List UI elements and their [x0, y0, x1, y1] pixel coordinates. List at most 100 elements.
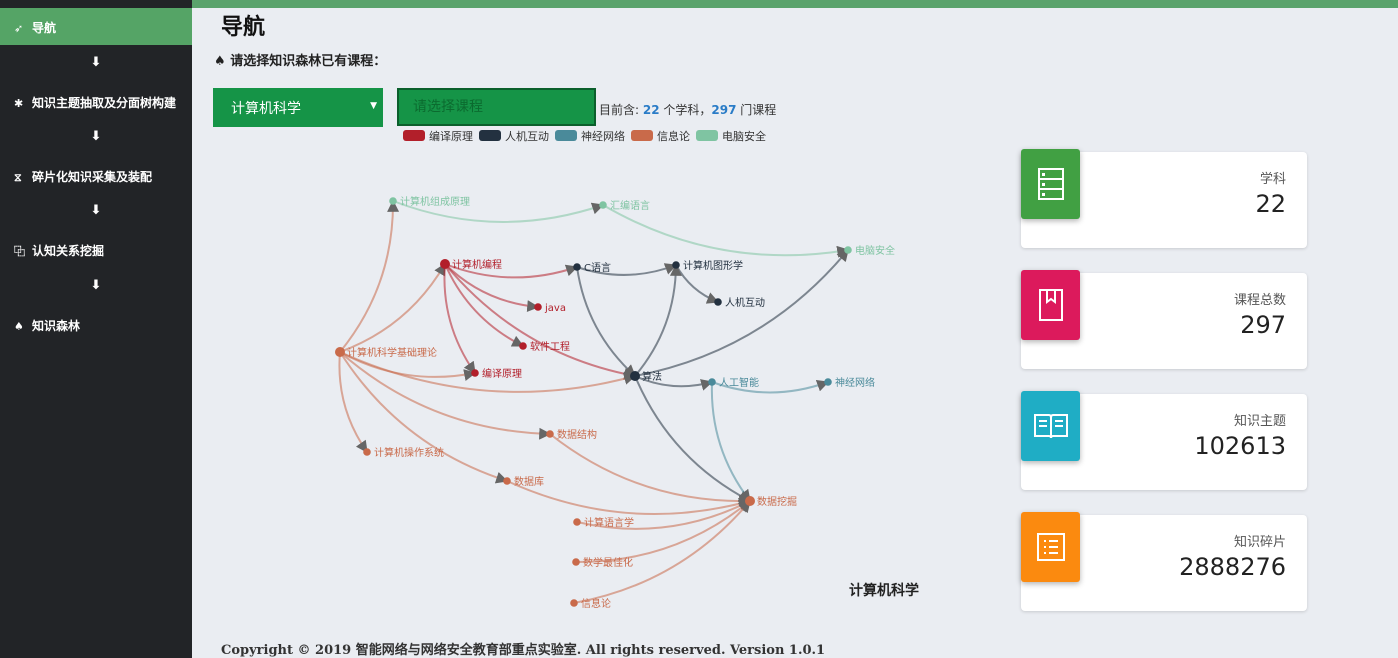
arrow-down-icon: ⬇: [90, 203, 102, 218]
caret-down-icon: ▼: [370, 101, 377, 111]
graph-edge: [339, 351, 637, 393]
sidebar-item-topic-extraction[interactable]: ✱知识主题抽取及分面树构建: [14, 94, 176, 111]
graph-edge: [339, 199, 400, 353]
top-accent-bar: [0, 0, 1398, 8]
sidebar-item-label: 认知关系挖掘: [32, 244, 105, 258]
graph-edge: [602, 204, 850, 258]
graph-node-label: 数据挖掘: [757, 495, 797, 508]
arrow-down-icon: ⬇: [90, 129, 102, 144]
sidebar-item-relation-mining[interactable]: ⿻认知关系挖掘: [14, 242, 104, 259]
graph-edge: [575, 500, 751, 564]
graph-node[interactable]: [570, 599, 578, 607]
graph-node-label: 计算机操作系统: [374, 446, 444, 459]
graph-node[interactable]: [672, 261, 680, 269]
graph-node[interactable]: [572, 558, 580, 566]
graph-edge: [634, 375, 714, 391]
graph-node[interactable]: [844, 246, 852, 254]
page-title: 导航: [221, 15, 266, 40]
sitemap-icon: ⿻: [14, 245, 25, 258]
sidebar-item-fragment-collection[interactable]: ⧖碎片化知识采集及装配: [14, 168, 152, 185]
graph-edge: [339, 351, 552, 440]
stat-label: 知识主题: [1233, 414, 1286, 429]
stat-card-courses: 课程总数 297: [1021, 270, 1307, 369]
course-count: 297: [711, 103, 737, 117]
legend-item[interactable]: 编译原理: [403, 128, 473, 144]
graph-node[interactable]: [630, 371, 640, 381]
graph-node-label: 计算机科学基础理论: [347, 346, 437, 359]
graph-edge: [338, 351, 368, 453]
graph-node[interactable]: [546, 430, 554, 438]
legend-label: 电脑安全: [722, 130, 766, 143]
graph-node[interactable]: [471, 369, 479, 377]
graph-node-label: 汇编语言: [610, 199, 650, 212]
graph-node[interactable]: [599, 201, 607, 209]
summary-suffix: 门课程: [736, 103, 777, 117]
hourglass-icon: ⧖: [14, 171, 22, 184]
graph-edge: [392, 200, 605, 223]
graph-node-label: 编译原理: [482, 367, 522, 380]
graph-node-label: 信息论: [581, 597, 611, 610]
graph-node-label: 计算机编程: [452, 258, 502, 271]
bookmark-icon: [1021, 270, 1080, 340]
graph-edge: [339, 351, 509, 484]
graph-node-label: 人机互动: [725, 296, 765, 309]
graph-node[interactable]: [389, 197, 397, 205]
legend-item[interactable]: 电脑安全: [696, 128, 766, 144]
legend-swatch: [696, 130, 718, 141]
legend-item[interactable]: 神经网络: [555, 128, 625, 144]
sidebar-active-highlight: [0, 8, 192, 45]
graph-node[interactable]: [573, 518, 581, 526]
course-summary: 目前含: 22 个学科，297 门课程: [599, 101, 776, 118]
sidebar-item-knowledge-forest[interactable]: ♠知识森林: [14, 317, 80, 334]
sidebar-item-label: 知识主题抽取及分面树构建: [32, 96, 177, 110]
graph-edge: [710, 381, 751, 502]
subject-select-value: 计算机科学: [231, 101, 301, 117]
summary-mid: 个学科，: [659, 103, 712, 117]
sidebar-item-label: 知识森林: [32, 319, 81, 333]
graph-node[interactable]: [519, 342, 527, 350]
subject-select[interactable]: 计算机科学 ▼: [213, 88, 383, 127]
course-prompt: ♠ 请选择知识森林已有课程：: [214, 50, 386, 69]
legend-swatch: [555, 130, 577, 141]
graph-node[interactable]: [534, 303, 542, 311]
list-icon: [1021, 512, 1080, 582]
graph-node[interactable]: [824, 378, 832, 386]
stat-card-subjects: 学科 22: [1021, 149, 1307, 248]
tree-icon: ♠: [214, 54, 231, 69]
sidebar-item-navigation[interactable]: ➶导航: [14, 19, 56, 36]
stat-card-fragments: 知识碎片 2888276: [1021, 512, 1307, 611]
arrow-down-icon: ⬇: [90, 278, 102, 293]
summary-prefix: 目前含:: [599, 103, 643, 117]
legend-swatch: [479, 130, 501, 141]
graph-node-label: 计算机图形学: [683, 259, 743, 272]
graph-node[interactable]: [335, 347, 345, 357]
graph-node[interactable]: [440, 259, 450, 269]
graph-node[interactable]: [708, 378, 716, 386]
stat-value: 102613: [1194, 432, 1286, 460]
sidebar: ➶导航 ⬇ ✱知识主题抽取及分面树构建 ⬇ ⧖碎片化知识采集及装配 ⬇ ⿻认知关…: [0, 0, 192, 658]
legend-item[interactable]: 信息论: [631, 128, 690, 144]
graph-node[interactable]: [745, 496, 755, 506]
course-search-input[interactable]: [397, 88, 596, 126]
graph-edge: [634, 249, 849, 377]
stat-label: 学科: [1259, 172, 1286, 187]
graph-node[interactable]: [714, 298, 722, 306]
server-icon: [1021, 149, 1080, 219]
graph-node[interactable]: [573, 263, 581, 271]
graph-node[interactable]: [503, 477, 511, 485]
graph-node-label: 人工智能: [719, 376, 759, 389]
graph-node[interactable]: [363, 448, 371, 456]
legend-item[interactable]: 人机互动: [479, 128, 549, 144]
graph-node-label: C语言: [584, 261, 611, 274]
graph-edge: [634, 375, 752, 502]
graph-edge: [573, 500, 751, 604]
arrow-down-icon: ⬇: [90, 55, 102, 70]
graph-node-label: 数据结构: [557, 428, 597, 441]
open-book-icon: [1021, 391, 1080, 461]
graph-edge: [549, 433, 752, 508]
graph-node-label: 数学最佳化: [583, 556, 633, 569]
graph-node-label: 数据库: [514, 475, 544, 488]
graph-edge: [634, 263, 682, 377]
legend-label: 神经网络: [581, 130, 625, 143]
